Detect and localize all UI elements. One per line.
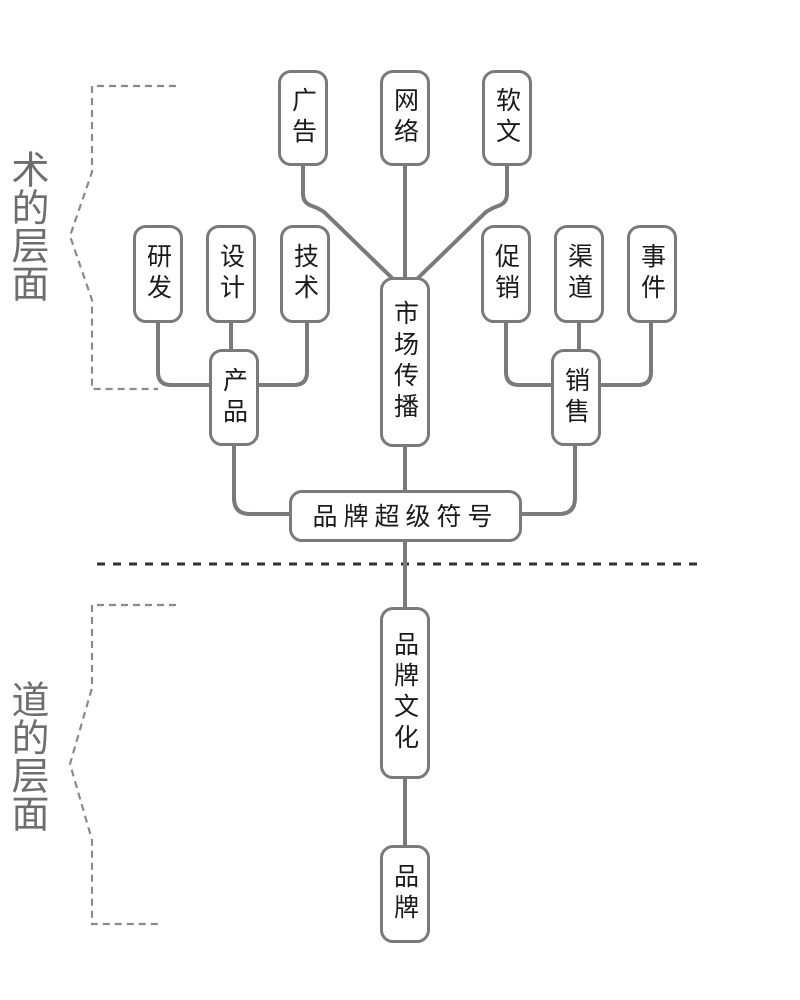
- node-label: 产品: [219, 366, 249, 429]
- lower-layer-label: 道的层面: [5, 680, 49, 832]
- node-brand-culture: 品牌文化: [380, 607, 430, 779]
- edge-chanpin-symbol: [232, 443, 291, 516]
- node-sheji: 设计: [206, 225, 256, 323]
- node-qudao: 渠道: [554, 225, 604, 323]
- edge-jishu-chanpin: [257, 320, 309, 387]
- node-ruanwen: 软文: [482, 70, 532, 166]
- node-label: 品牌: [390, 863, 420, 925]
- node-label: 网络: [390, 87, 420, 149]
- node-label: 品牌文化: [390, 631, 420, 755]
- edge-yanfa-chanpin: [156, 320, 211, 387]
- edge-ruanwen-shichang: [416, 163, 509, 280]
- node-label: 销售: [561, 366, 591, 429]
- node-label: 事件: [637, 243, 667, 305]
- node-label: 广告: [288, 87, 318, 149]
- node-guanggao: 广告: [278, 70, 328, 166]
- node-label: 技术: [290, 243, 320, 305]
- node-shijian: 事件: [627, 225, 677, 323]
- upper-bracket-line: [68, 84, 176, 391]
- edge-shijian-xiaoshou: [599, 320, 653, 387]
- node-label: 研发: [143, 243, 173, 305]
- lower-bracket-line: [68, 603, 176, 926]
- node-label: 市场传播: [390, 300, 420, 424]
- node-wangluo: 网络: [380, 70, 430, 166]
- node-label: 软文: [492, 87, 522, 149]
- node-cuxiao: 促销: [481, 225, 531, 323]
- node-brand-super-symbol: 品牌超级符号: [289, 490, 522, 542]
- node-label: 促销: [491, 243, 521, 305]
- node-label: 设计: [216, 243, 246, 305]
- edge-guanggao-shichang: [301, 163, 394, 280]
- edge-xiaoshou-symbol: [519, 443, 577, 516]
- node-brand: 品牌: [380, 845, 430, 943]
- node-yanfa: 研发: [133, 225, 183, 323]
- edge-cuxiao-xiaoshou: [504, 320, 553, 387]
- node-label: 渠道: [564, 243, 594, 305]
- node-xiaoshou: 销售: [551, 349, 601, 446]
- node-shichang: 市场传播: [380, 277, 430, 447]
- upper-layer-label: 术的层面: [5, 150, 49, 302]
- node-jishu: 技术: [280, 225, 330, 323]
- node-label: 品牌超级符号: [312, 501, 499, 531]
- node-chanpin: 产品: [209, 349, 259, 446]
